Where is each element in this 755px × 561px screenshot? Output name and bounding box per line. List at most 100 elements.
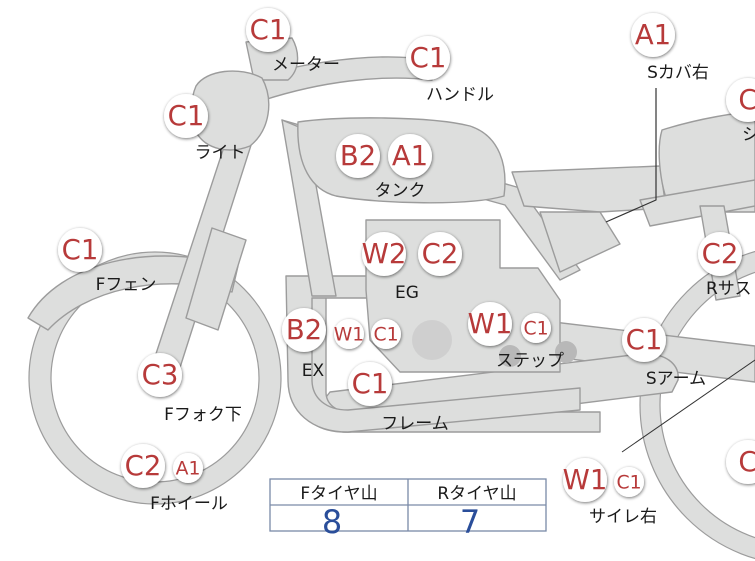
tread-value-rear: 7 xyxy=(460,503,480,541)
side-cover-leader-line xyxy=(605,88,657,223)
part-label-silencer-right: サイレ右 xyxy=(589,507,657,527)
badge-circle xyxy=(521,313,551,343)
badge-circle xyxy=(631,13,675,57)
damage-badge-f-fender-0: C1 xyxy=(58,228,102,272)
badge-code: W1 xyxy=(563,464,608,496)
part-label-handle: ハンドル xyxy=(426,85,494,105)
tire-tread-table: Fタイヤ山 Rタイヤ山 8 7 xyxy=(269,478,547,541)
front-wheel-outline xyxy=(28,251,282,505)
badge-code: C1 xyxy=(626,324,663,356)
badge-code: A1 xyxy=(392,140,428,172)
rear-wheel-outline-inner xyxy=(659,271,755,539)
badge-circle xyxy=(121,444,165,488)
damage-badge-step-0: W1 xyxy=(468,302,513,346)
part-label-frame: フレーム xyxy=(381,414,449,434)
part-label-step: ステップ xyxy=(496,351,564,371)
badge-code: C1 xyxy=(373,324,398,345)
step-peg-right xyxy=(555,341,577,363)
damage-badge-engine-1: C2 xyxy=(418,232,462,276)
badge-code: B2 xyxy=(286,314,322,346)
badge-code: C1 xyxy=(410,42,447,74)
part-label-seat: シ xyxy=(742,125,755,145)
badge-code: C2 xyxy=(125,450,162,482)
silencer-leader-line xyxy=(621,359,755,453)
damage-badge-engine-0: W2 xyxy=(362,232,407,276)
badge-code: C xyxy=(738,84,755,116)
badge-code: C1 xyxy=(250,14,287,46)
badge-code: W1 xyxy=(468,308,513,340)
damage-badge-silencer-right-0: W1 xyxy=(563,458,608,502)
badge-circle xyxy=(173,453,203,483)
part-label-exhaust: EX xyxy=(302,361,325,381)
badge-code: W1 xyxy=(334,324,365,345)
badge-circle xyxy=(726,78,755,122)
damage-badge-s-cover-right-0: A1 xyxy=(631,13,675,57)
badge-code: A1 xyxy=(176,458,201,479)
badge-circle xyxy=(418,232,462,276)
badge-circle xyxy=(282,308,326,352)
badge-circle xyxy=(58,228,102,272)
damage-badge-light-0: C1 xyxy=(164,94,208,138)
badge-circle xyxy=(406,36,450,80)
badge-circle xyxy=(246,8,290,52)
badge-circle xyxy=(138,353,182,397)
part-label-tank: タンク xyxy=(375,181,426,201)
badge-code: C1 xyxy=(168,100,205,132)
badge-circle xyxy=(614,467,644,497)
badge-code: B2 xyxy=(340,140,376,172)
damage-badge-exhaust-0: B2 xyxy=(282,308,326,352)
badge-circle xyxy=(348,362,392,406)
damage-badge-r-wheel-0: C xyxy=(726,440,755,484)
damage-badge-f-wheel-1: A1 xyxy=(173,453,203,483)
engine-cover xyxy=(412,320,452,360)
badge-code: C3 xyxy=(142,359,179,391)
handlebar-shape xyxy=(255,56,433,101)
damage-badge-handle-0: C1 xyxy=(406,36,450,80)
side-cover-panel xyxy=(539,211,621,273)
badge-code: A1 xyxy=(635,19,671,51)
tread-header-front: Fタイヤ山 xyxy=(300,484,377,504)
badge-code: C1 xyxy=(62,234,99,266)
badge-code: C2 xyxy=(702,238,739,270)
badge-code: C xyxy=(738,446,755,478)
damage-badge-f-wheel-0: C2 xyxy=(121,444,165,488)
damage-badge-tank-0: B2 xyxy=(336,134,380,178)
badge-circle xyxy=(622,318,666,362)
damage-badge-step-1: C1 xyxy=(521,313,551,343)
badge-circle xyxy=(563,458,607,502)
step-peg-left xyxy=(499,345,521,367)
part-label-meter: メーター xyxy=(272,55,340,75)
rear-frame-shape xyxy=(639,179,755,227)
badge-circle xyxy=(388,134,432,178)
tread-header-rear: Rタイヤ山 xyxy=(437,484,516,504)
rear-wheel-outline xyxy=(639,250,755,560)
badge-circle xyxy=(164,94,208,138)
part-label-s-cover-right: Sカバ右 xyxy=(647,63,709,83)
tread-value-front: 8 xyxy=(322,503,342,541)
badge-circle xyxy=(468,302,512,346)
badge-circle xyxy=(336,134,380,178)
part-label-r-suspension: Rサス xyxy=(706,279,751,299)
damage-badge-exhaust-1: W1 xyxy=(334,319,365,349)
damage-badge-f-fork-lower-0: C3 xyxy=(138,353,182,397)
damage-badge-meter-0: C1 xyxy=(246,8,290,52)
part-label-f-wheel: Fホイール xyxy=(150,494,228,514)
badge-circle xyxy=(362,232,406,276)
badge-circle xyxy=(726,440,755,484)
damage-badge-seat-0: C xyxy=(726,78,755,122)
badge-code: W2 xyxy=(362,238,407,270)
part-label-f-fender: Fフェン xyxy=(96,275,157,295)
fork-guard-shape xyxy=(185,227,247,331)
badge-circle xyxy=(698,232,742,276)
damage-badge-r-suspension-0: C2 xyxy=(698,232,742,276)
badge-code: C1 xyxy=(616,472,641,493)
badge-circle xyxy=(371,319,401,349)
damage-badge-tank-1: A1 xyxy=(388,134,432,178)
damage-badge-s-arm-0: C1 xyxy=(622,318,666,362)
part-label-f-fork-lower: Fフォク下 xyxy=(164,405,242,425)
badge-code: C1 xyxy=(523,318,548,339)
badge-code: C1 xyxy=(352,368,389,400)
damage-badge-silencer-right-1: C1 xyxy=(614,467,644,497)
part-label-light: ライト xyxy=(195,143,246,163)
